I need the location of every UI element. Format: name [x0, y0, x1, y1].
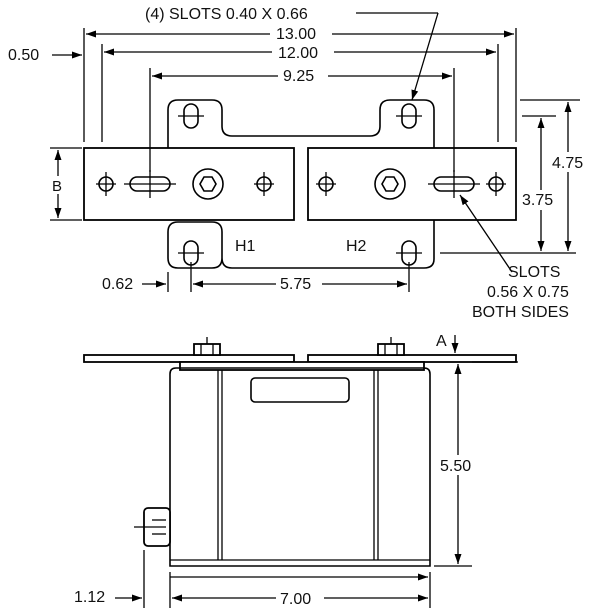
slots-callout-line1: SLOTS [508, 264, 560, 281]
slots-callout-line3: BOTH SIDES [472, 304, 569, 321]
slots-callout-leader [459, 194, 513, 273]
bracket-slot-top-right [396, 103, 422, 129]
side-right-terminal-stud [377, 337, 405, 356]
right-plate-slot [428, 170, 480, 198]
dim-375-label: 3.75 [522, 192, 553, 209]
side-left-terminal-stud [193, 337, 221, 356]
right-top-plate [307, 147, 517, 221]
dim-A-label: A [436, 333, 447, 350]
dim-925-label: 9.25 [283, 68, 314, 85]
dim-050-label: 0.50 [8, 47, 39, 64]
dim-475-label: 4.75 [552, 155, 583, 172]
side-left-plate [83, 354, 295, 363]
mounting-bracket-outline [167, 99, 435, 269]
dim-550-label: 5.50 [440, 458, 471, 475]
slots-note-leader [411, 12, 439, 101]
right-plate-hole-inner [316, 172, 336, 196]
side-view: A 5.50 1.12 7.00 [74, 333, 518, 608]
dim-13-label: 13.00 [276, 26, 316, 43]
side-right-plate [307, 354, 517, 363]
left-terminal-nut [192, 168, 224, 200]
slots-callout-line2: 0.56 X 0.75 [487, 284, 569, 301]
right-terminal-nut [374, 168, 406, 200]
transformer-body [169, 367, 431, 567]
left-plate-hole-inner [254, 172, 274, 196]
dim-575-label: 5.75 [280, 276, 311, 293]
ground-lug [134, 507, 171, 547]
bracket-slot-bottom-right [396, 240, 422, 266]
left-plate-slot [124, 170, 176, 198]
side-nameplate-window [250, 377, 350, 403]
dim-B-label: B [52, 178, 62, 195]
bracket-slot-bottom-left [178, 240, 204, 266]
side-clamp-block [179, 361, 425, 371]
slots-note: (4) SLOTS 0.40 X 0.66 [145, 6, 308, 23]
terminal-label-h1: H1 [235, 238, 256, 255]
top-view: H1 H2 (4) SLOTS 0.40 X 0.66 13.00 12.00 … [8, 6, 590, 321]
bracket-slot-top-left [178, 103, 204, 129]
terminal-label-h2: H2 [346, 238, 367, 255]
dim-112-label: 1.12 [74, 589, 105, 606]
left-plate-hole [96, 172, 116, 196]
dim-700-label: 7.00 [280, 591, 311, 608]
right-plate-hole [486, 172, 506, 196]
dim-12-label: 12.00 [278, 45, 318, 62]
dim-062-label: 0.62 [102, 276, 133, 293]
